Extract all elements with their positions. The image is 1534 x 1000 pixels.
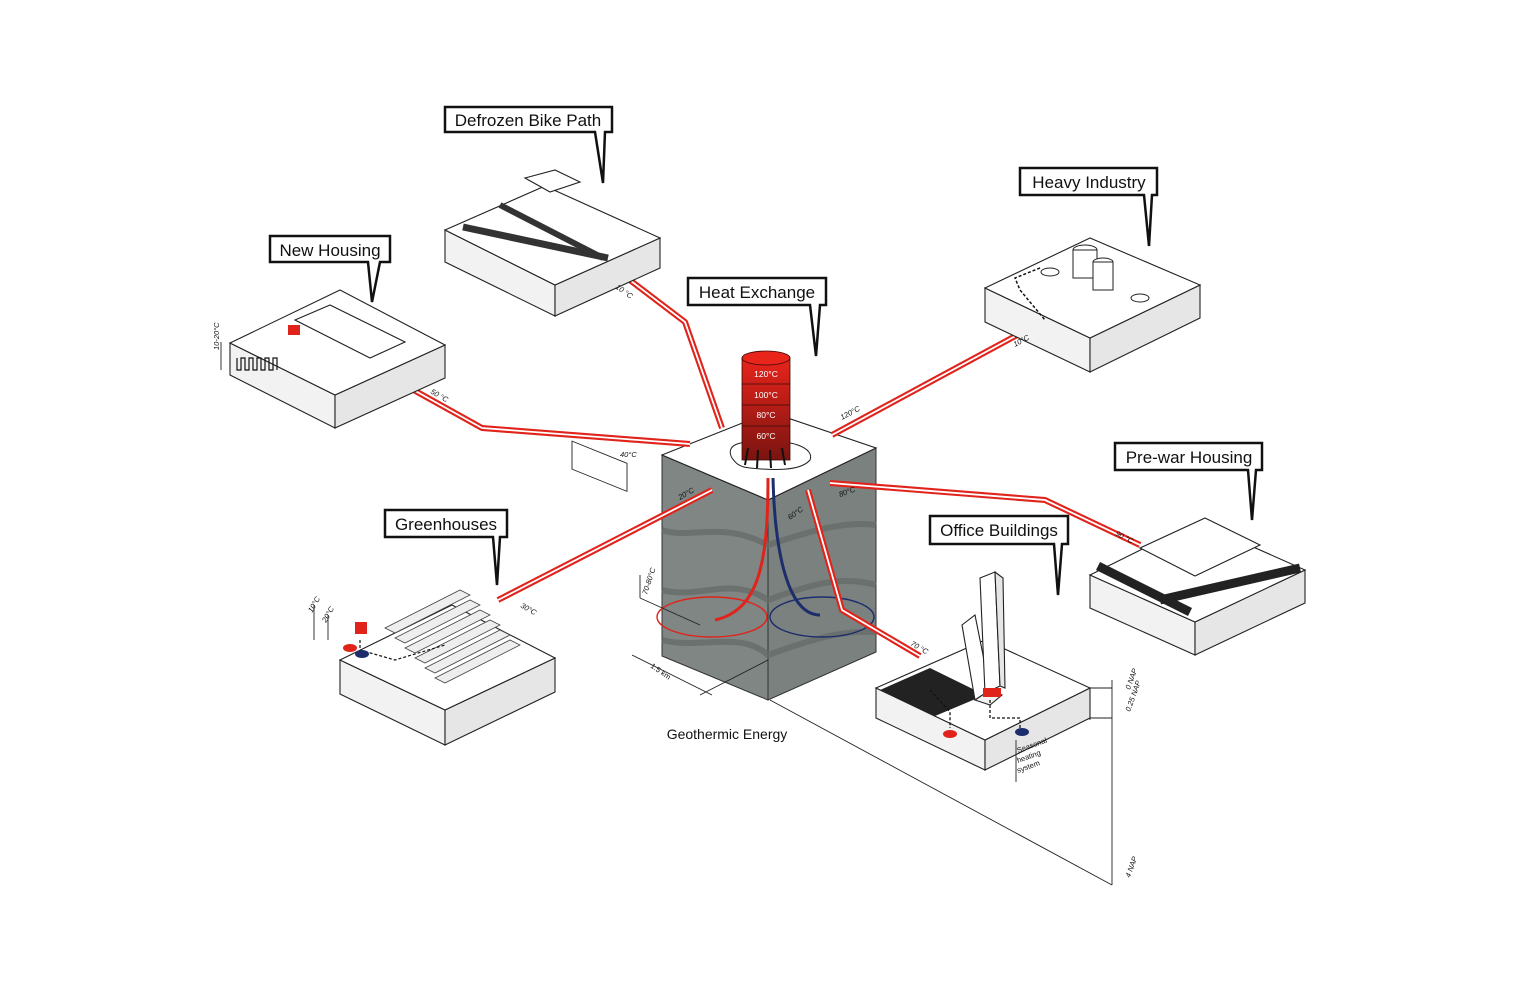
temp-greenhouse-30: 30°C (519, 601, 539, 617)
greenhouses-block: 10°C 20°C (306, 589, 557, 746)
callout-heavy-industry-text: Heavy Industry (1032, 173, 1146, 192)
tower-temp-80: 80°C (757, 410, 776, 420)
greenhouse-20-label: 20°C (319, 604, 336, 624)
callout-pre-war-housing-text: Pre-war Housing (1126, 448, 1253, 467)
callout-new-housing-text: New Housing (279, 241, 380, 260)
callout-greenhouses-text: Greenhouses (395, 515, 497, 534)
callout-office-buildings: Office Buildings (928, 514, 1070, 596)
callout-heat-exchange: Heat Exchange (686, 276, 828, 357)
heat-pipes (390, 259, 1142, 659)
office-buildings-block (769, 570, 1113, 886)
temp-new-housing-40: 40°C (620, 450, 637, 459)
callout-heavy-industry: Heavy Industry (1018, 166, 1159, 247)
heat-exchange-tower: 120°C 100°C 80°C 60°C (729, 350, 812, 470)
callout-pre-war-housing: Pre-war Housing (1113, 441, 1264, 521)
callout-office-buildings-text: Office Buildings (940, 521, 1058, 540)
tower-temp-60: 60°C (757, 431, 776, 441)
callout-new-housing: New Housing (268, 234, 392, 303)
callout-heat-exchange-text: Heat Exchange (699, 283, 815, 302)
callout-defrozen-bike-path-text: Defrozen Bike Path (455, 111, 601, 130)
tower-temp-100: 100°C (754, 390, 778, 400)
tower-temp-120: 120°C (754, 369, 778, 379)
new-housing-range-label: 10-20°C (212, 322, 221, 350)
heavy-industry-block (983, 237, 1202, 373)
new-housing-block: 10-20°C (212, 289, 447, 429)
pre-war-housing-block (1088, 517, 1307, 656)
ground-temp-label: 70-80°C (640, 566, 657, 596)
bike-path-block (443, 169, 662, 492)
geothermic-energy-caption: Geothermic Energy (667, 726, 788, 742)
greenhouse-10-label: 10°C (306, 594, 322, 614)
depth-label: 1.5 km (649, 661, 673, 681)
callout-defrozen-bike-path: Defrozen Bike Path (443, 105, 614, 184)
nap-4-label: 4 NAP (1123, 855, 1139, 878)
callout-greenhouses: Greenhouses (383, 508, 509, 586)
